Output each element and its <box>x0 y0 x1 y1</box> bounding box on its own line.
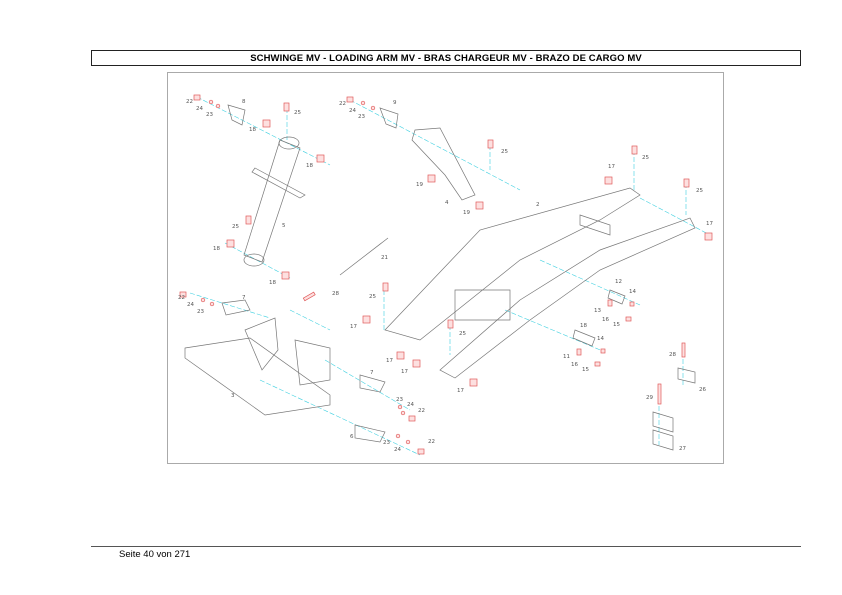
cross-plate <box>251 167 306 199</box>
part-callout-18: 18 <box>306 163 313 169</box>
assembly-axis-lines <box>189 96 711 456</box>
part-callout-19: 19 <box>416 182 423 188</box>
part-callout-27: 27 <box>679 446 686 452</box>
part-callout-23: 23 <box>383 440 390 446</box>
part-callout-17: 17 <box>401 369 408 375</box>
part-callout-24: 24 <box>196 106 203 112</box>
part-callout-28: 28 <box>669 352 676 358</box>
part-callout-18: 18 <box>249 127 256 133</box>
part-callout-15: 15 <box>582 367 589 373</box>
part-callout-28: 28 <box>332 291 339 297</box>
part-callout-22: 22 <box>428 439 435 445</box>
page-number: Seite 40 von 271 <box>119 549 191 560</box>
part-callout-26: 26 <box>699 387 706 393</box>
part-callout-18: 18 <box>580 323 587 329</box>
part-callout-23: 23 <box>396 397 403 403</box>
part-callout-2: 2 <box>536 202 540 208</box>
part-callout-25: 25 <box>369 294 376 300</box>
part-callout-24: 24 <box>394 447 401 453</box>
part-callout-25: 25 <box>459 331 466 337</box>
part-callout-12: 12 <box>615 279 622 285</box>
part-callout-6: 6 <box>350 434 354 440</box>
part-callout-17: 17 <box>457 388 464 394</box>
fasteners <box>179 94 713 455</box>
part-callout-24: 24 <box>349 108 356 114</box>
page-title: SCHWINGE MV - LOADING ARM MV - BRAS CHAR… <box>250 52 642 64</box>
part-callout-29: 29 <box>646 395 653 401</box>
part-callout-25: 25 <box>232 224 239 230</box>
part-callout-8: 8 <box>242 99 246 105</box>
parts <box>184 104 696 451</box>
part-callout-22: 22 <box>178 295 185 301</box>
part-callout-22: 22 <box>186 99 193 105</box>
part-callout-13: 13 <box>594 308 601 314</box>
page-title-box: SCHWINGE MV - LOADING ARM MV - BRAS CHAR… <box>91 50 801 66</box>
footer-divider <box>91 546 801 547</box>
part-callout-25: 25 <box>696 188 703 194</box>
mounting-plate-3 <box>184 337 331 416</box>
part-callout-19: 19 <box>463 210 470 216</box>
part-callout-16: 16 <box>571 362 578 368</box>
part-callout-9: 9 <box>393 100 397 106</box>
diagram-frame <box>167 72 724 464</box>
part-callout-7: 7 <box>242 295 246 301</box>
link-arm-5 <box>243 139 301 263</box>
part-callout-25: 25 <box>294 110 301 116</box>
part-callout-22: 22 <box>339 101 346 107</box>
part-callout-23: 23 <box>197 309 204 315</box>
part-callout-23: 23 <box>358 114 365 120</box>
part-callout-25: 25 <box>501 149 508 155</box>
part-callout-3: 3 <box>231 393 235 399</box>
part-callout-17: 17 <box>350 324 357 330</box>
part-callout-11: 11 <box>563 354 570 360</box>
part-callout-18: 18 <box>269 280 276 286</box>
main-arm-2 <box>384 187 641 341</box>
part-callout-23: 23 <box>206 112 213 118</box>
part-callout-15: 15 <box>613 322 620 328</box>
part-callout-24: 24 <box>187 302 194 308</box>
part-callout-17: 17 <box>608 164 615 170</box>
part-callout-25: 25 <box>642 155 649 161</box>
part-callout-17: 17 <box>386 358 393 364</box>
part-callout-14: 14 <box>597 336 604 342</box>
part-callout-17: 17 <box>706 221 713 227</box>
part-callout-18: 18 <box>213 246 220 252</box>
part-callout-21: 21 <box>381 255 388 261</box>
part-callout-24: 24 <box>407 402 414 408</box>
part-callout-14: 14 <box>629 289 636 295</box>
part-callout-7: 7 <box>370 370 374 376</box>
bracket-4 <box>411 127 476 201</box>
part-callout-5: 5 <box>282 223 286 229</box>
part-callout-22: 22 <box>418 408 425 414</box>
part-callout-16: 16 <box>602 317 609 323</box>
part-callout-4: 4 <box>445 200 449 206</box>
